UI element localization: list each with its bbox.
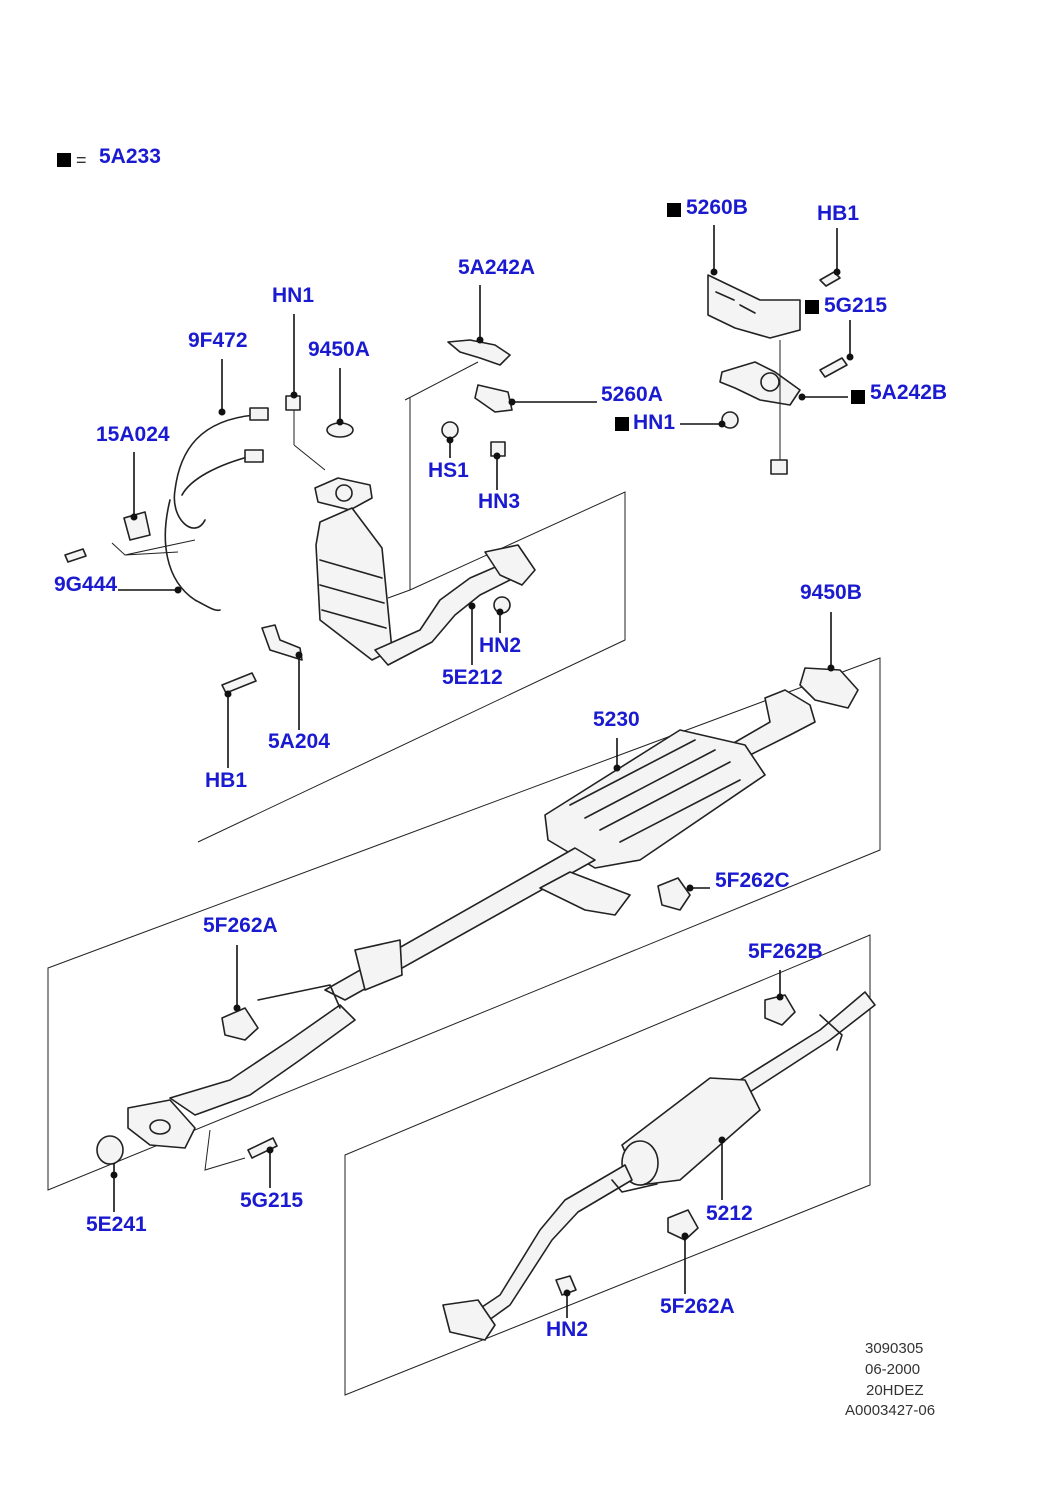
bolt-hb1-top [819,271,841,287]
rear-flange-9450b [799,667,859,709]
bracket-5a242b [719,361,801,406]
callout-hb1-left: HB1 [205,769,247,792]
front-flange-5e241 [127,1099,196,1149]
front-pipe-flange [484,544,536,586]
callout-15a024: 15A024 [96,423,170,446]
catalyst-flange [314,477,373,511]
diagram-reference: 3090305 06-2000 20HDEZ A0003427-06 [845,1340,935,1419]
callout-5a242b: 5A242B [870,381,947,404]
catalyst-body [315,507,393,661]
bolt-5g215-low [247,1137,278,1159]
nut-hn2-low [555,1275,577,1296]
insulator-5f262a-mid [221,1007,259,1041]
bracket-5260a [474,384,513,413]
frame-upper [387,398,411,599]
callout-9g444: 9G444 [54,573,117,596]
center-muffler-5230 [544,729,766,869]
legend-equals: = [76,150,87,170]
bolt-sensor-bracket [64,548,87,563]
square-marker-hn1 [615,417,629,431]
callout-9450b: 9450B [800,581,862,604]
callout-5f262b: 5F262B [748,940,823,963]
frame-upper-right [197,491,626,843]
insulator-5f262c [657,877,691,911]
callout-5e212: 5E212 [442,666,503,689]
callout-hn2-low: HN2 [546,1318,588,1341]
pipe-rear-section [724,689,816,761]
bracket-15a024 [123,511,151,541]
callout-5230: 5230 [593,708,640,731]
bolt-hb1-left [221,672,257,694]
gasket-5e241 [96,1135,124,1165]
callout-5260b: 5260B [686,196,748,219]
callout-5f262a-mid: 5F262A [203,914,278,937]
sensor-harness-9f472 [173,414,256,529]
nut-hn1-right [721,411,739,429]
oxygen-sensor-wiring [64,407,269,612]
callout-5f262a-low: 5F262A [660,1295,735,1318]
nut-hs1 [441,421,459,439]
callout-hn1-center: HN1 [272,284,314,307]
callout-9f472: 9F472 [188,329,248,352]
legend: = 5A233 [57,145,161,170]
callout-hs1: HS1 [428,459,469,482]
square-markers [615,203,865,431]
callout-hb1-top: HB1 [817,202,859,225]
legend-square-icon [57,153,71,167]
callout-hn1-right: HN1 [633,411,675,434]
callout-5260a: 5260A [601,383,663,406]
callout-5a204: 5A204 [268,730,330,753]
callout-9450a: 9450A [308,338,370,361]
callout-hn2-upper: HN2 [479,634,521,657]
leader-lines [110,225,854,1318]
square-marker-5g215 [805,300,819,314]
insulator-5f262a-low [667,1209,699,1241]
footer-line-3: 20HDEZ [866,1382,924,1399]
group-frames [47,398,881,1396]
callout-labels: 5260B HB1 5G215 5A242B HN1 5A242A 5260A … [54,196,947,1341]
footer-line-2: 06-2000 [865,1361,920,1378]
callout-hn3: HN3 [478,490,520,513]
callout-5a242a: 5A242A [458,256,535,279]
rear-inlet-flange [442,1299,496,1341]
rear-inlet-pipe [469,1164,633,1329]
heat-shield-lower [539,871,631,916]
sensor-harness-9g444 [164,499,221,612]
mounting-strap-5a204 [261,624,303,661]
footer-line-4: A0003427-06 [845,1402,935,1419]
footer-line-1: 3090305 [865,1340,923,1357]
square-marker-5260b [667,203,681,217]
tail-pipe [739,991,876,1093]
front-flex-section [169,1004,356,1116]
callout-5g215-top: 5G215 [824,294,887,317]
callout-5e241: 5E241 [86,1213,147,1236]
callout-5f262c: 5F262C [715,869,790,892]
frame-middle [47,657,881,1191]
callout-5g215-low: 5G215 [240,1189,303,1212]
hex-nut-top-right [770,459,788,475]
frame-lower [344,934,871,1396]
heat-shield-5a242a [447,339,511,366]
catalytic-converter [221,339,536,694]
bracket-5260b [707,274,801,339]
hanger-bracket-mid [354,939,403,991]
square-marker-5a242b [851,390,865,404]
intermediate-pipe-assembly [96,667,859,1171]
legend-code: 5A233 [99,145,161,168]
callout-5212: 5212 [706,1202,753,1225]
rear-muffler-assembly [442,991,876,1341]
bolt-5g215-top [819,357,848,378]
rear-bracket-assembly [707,271,848,475]
